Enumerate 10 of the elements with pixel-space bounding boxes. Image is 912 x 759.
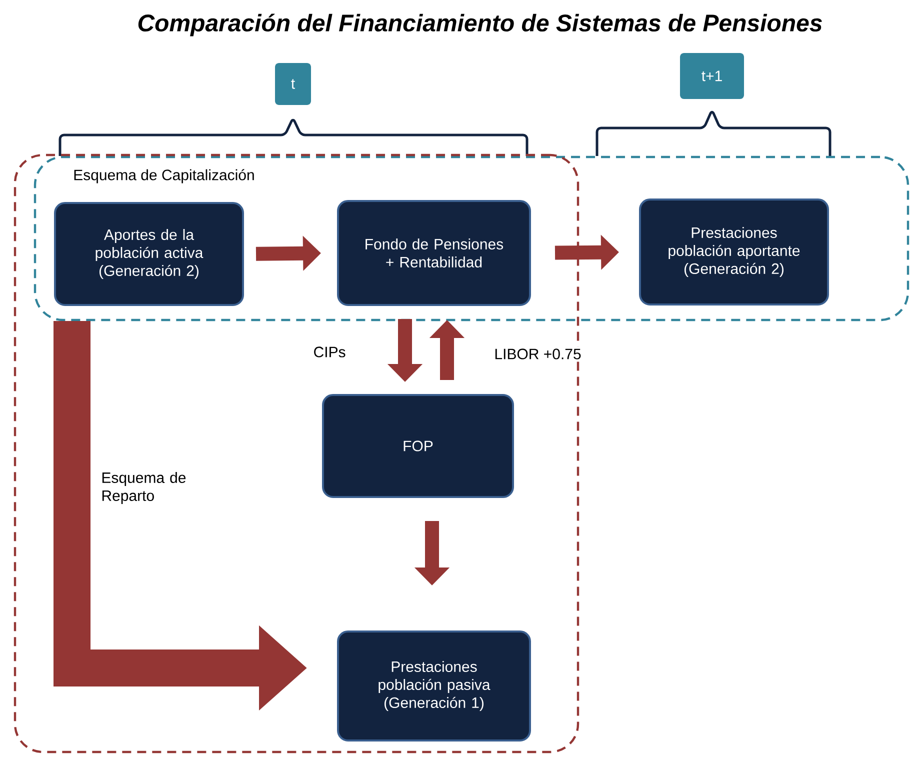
time-tag: t+1 [680,53,744,99]
process-box: Prestaciones población aportante (Generación 2) [639,198,829,306]
title: Comparación del Financiamiento de Sistemas de Pensiones [138,14,822,36]
edge-label: CIPs [311,344,348,360]
process-box: Aportes de la población activa (Generación 2) [54,202,244,306]
process-box: FOP [322,394,514,498]
process-box: Fondo de Pensiones + Rentabilidad [337,200,531,306]
time-tag: t [275,63,311,105]
edge-label: LIBOR +0.75 [492,346,584,362]
process-box: Prestaciones población pasiva (Generación 1) [337,630,531,742]
